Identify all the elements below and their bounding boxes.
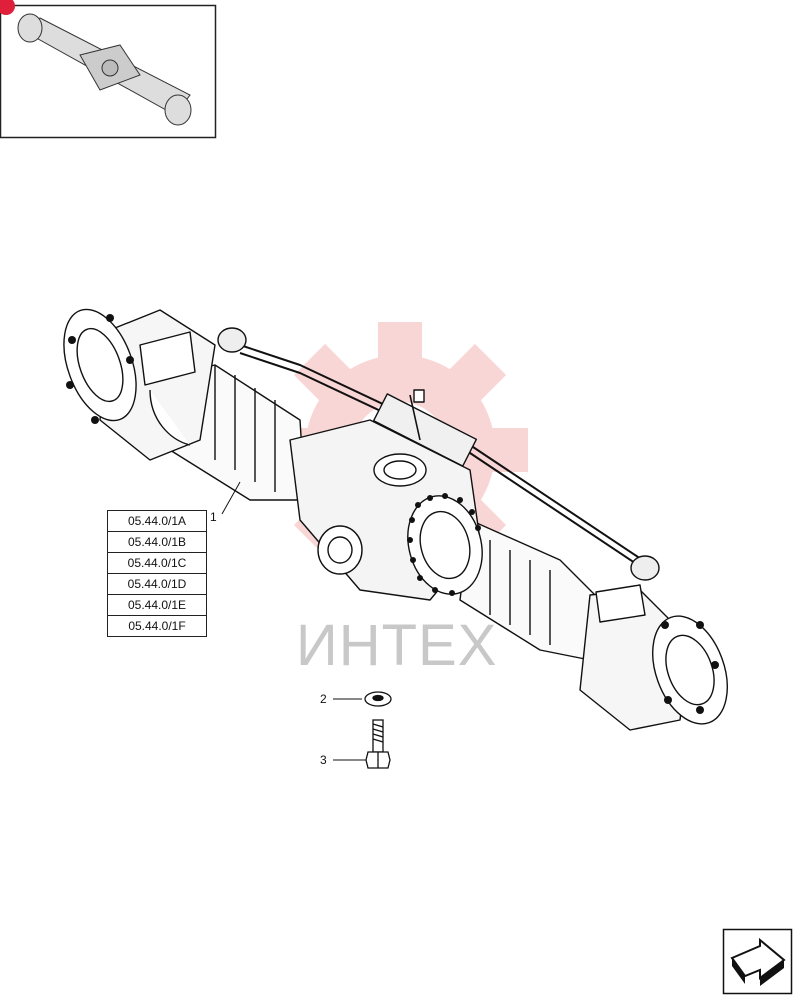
watermark-text: ИНТЕХ <box>296 613 498 678</box>
thumbnail-accent-dot <box>0 0 15 15</box>
bolt-part[interactable] <box>365 719 391 769</box>
next-page-arrow-icon[interactable] <box>722 928 793 995</box>
reference-link[interactable]: 05.44.0/1E <box>107 594 207 616</box>
reference-table: 05.44.0/1A 05.44.0/1B 05.44.0/1C 05.44.0… <box>107 510 207 637</box>
reference-link[interactable]: 05.44.0/1B <box>107 531 207 553</box>
callout-2: 2 <box>320 692 327 706</box>
callout-leaders <box>221 481 367 761</box>
reference-link[interactable]: 05.44.0/1A <box>107 510 207 532</box>
reference-link[interactable]: 05.44.0/1F <box>107 615 207 637</box>
callout-1: 1 <box>210 510 217 524</box>
reference-link[interactable]: 05.44.0/1D <box>107 573 207 595</box>
axle-thumbnail[interactable] <box>0 4 217 139</box>
washer-part[interactable] <box>364 691 392 707</box>
front-axle-assembly <box>63 308 728 731</box>
callout-3: 3 <box>320 753 327 767</box>
reference-link[interactable]: 05.44.0/1C <box>107 552 207 574</box>
